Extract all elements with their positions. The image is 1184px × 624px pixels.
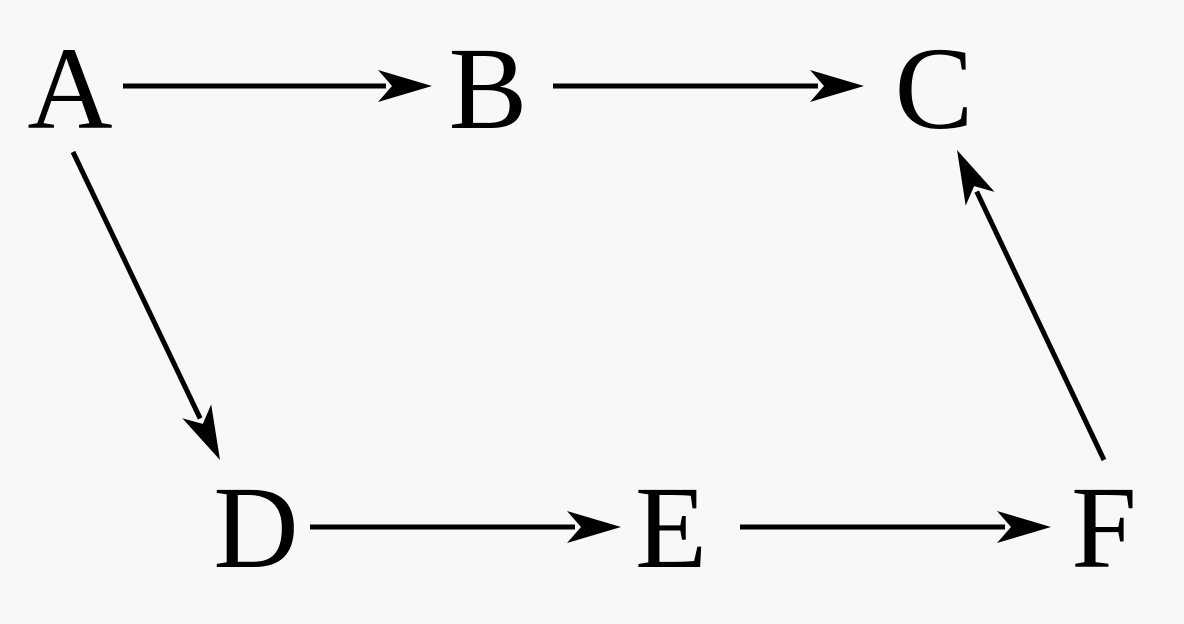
node-a-label: A — [27, 23, 112, 154]
edge-b-to-c — [553, 70, 864, 102]
arrowhead-icon — [378, 70, 432, 102]
node-d-label: D — [213, 462, 298, 593]
arrowhead-icon — [957, 150, 995, 206]
arrowhead-icon — [810, 70, 864, 102]
edge-e-to-f — [740, 511, 1051, 543]
arrowhead-icon — [182, 404, 220, 460]
edges — [70, 70, 1107, 543]
edge-a-to-d — [70, 150, 220, 460]
edge-d-to-e — [310, 511, 621, 543]
edge-a-to-b — [123, 70, 432, 102]
node-f-label: F — [1071, 462, 1137, 593]
arrowhead-icon — [567, 511, 621, 543]
arrowhead-icon — [997, 511, 1051, 543]
edge-line — [70, 150, 203, 420]
edge-f-to-c — [957, 150, 1107, 462]
node-e-label: E — [635, 462, 707, 593]
edge-line — [974, 190, 1107, 462]
node-c-label: C — [895, 23, 974, 154]
node-b-label: B — [449, 23, 528, 154]
nodes: A B C D E F — [27, 23, 1136, 593]
